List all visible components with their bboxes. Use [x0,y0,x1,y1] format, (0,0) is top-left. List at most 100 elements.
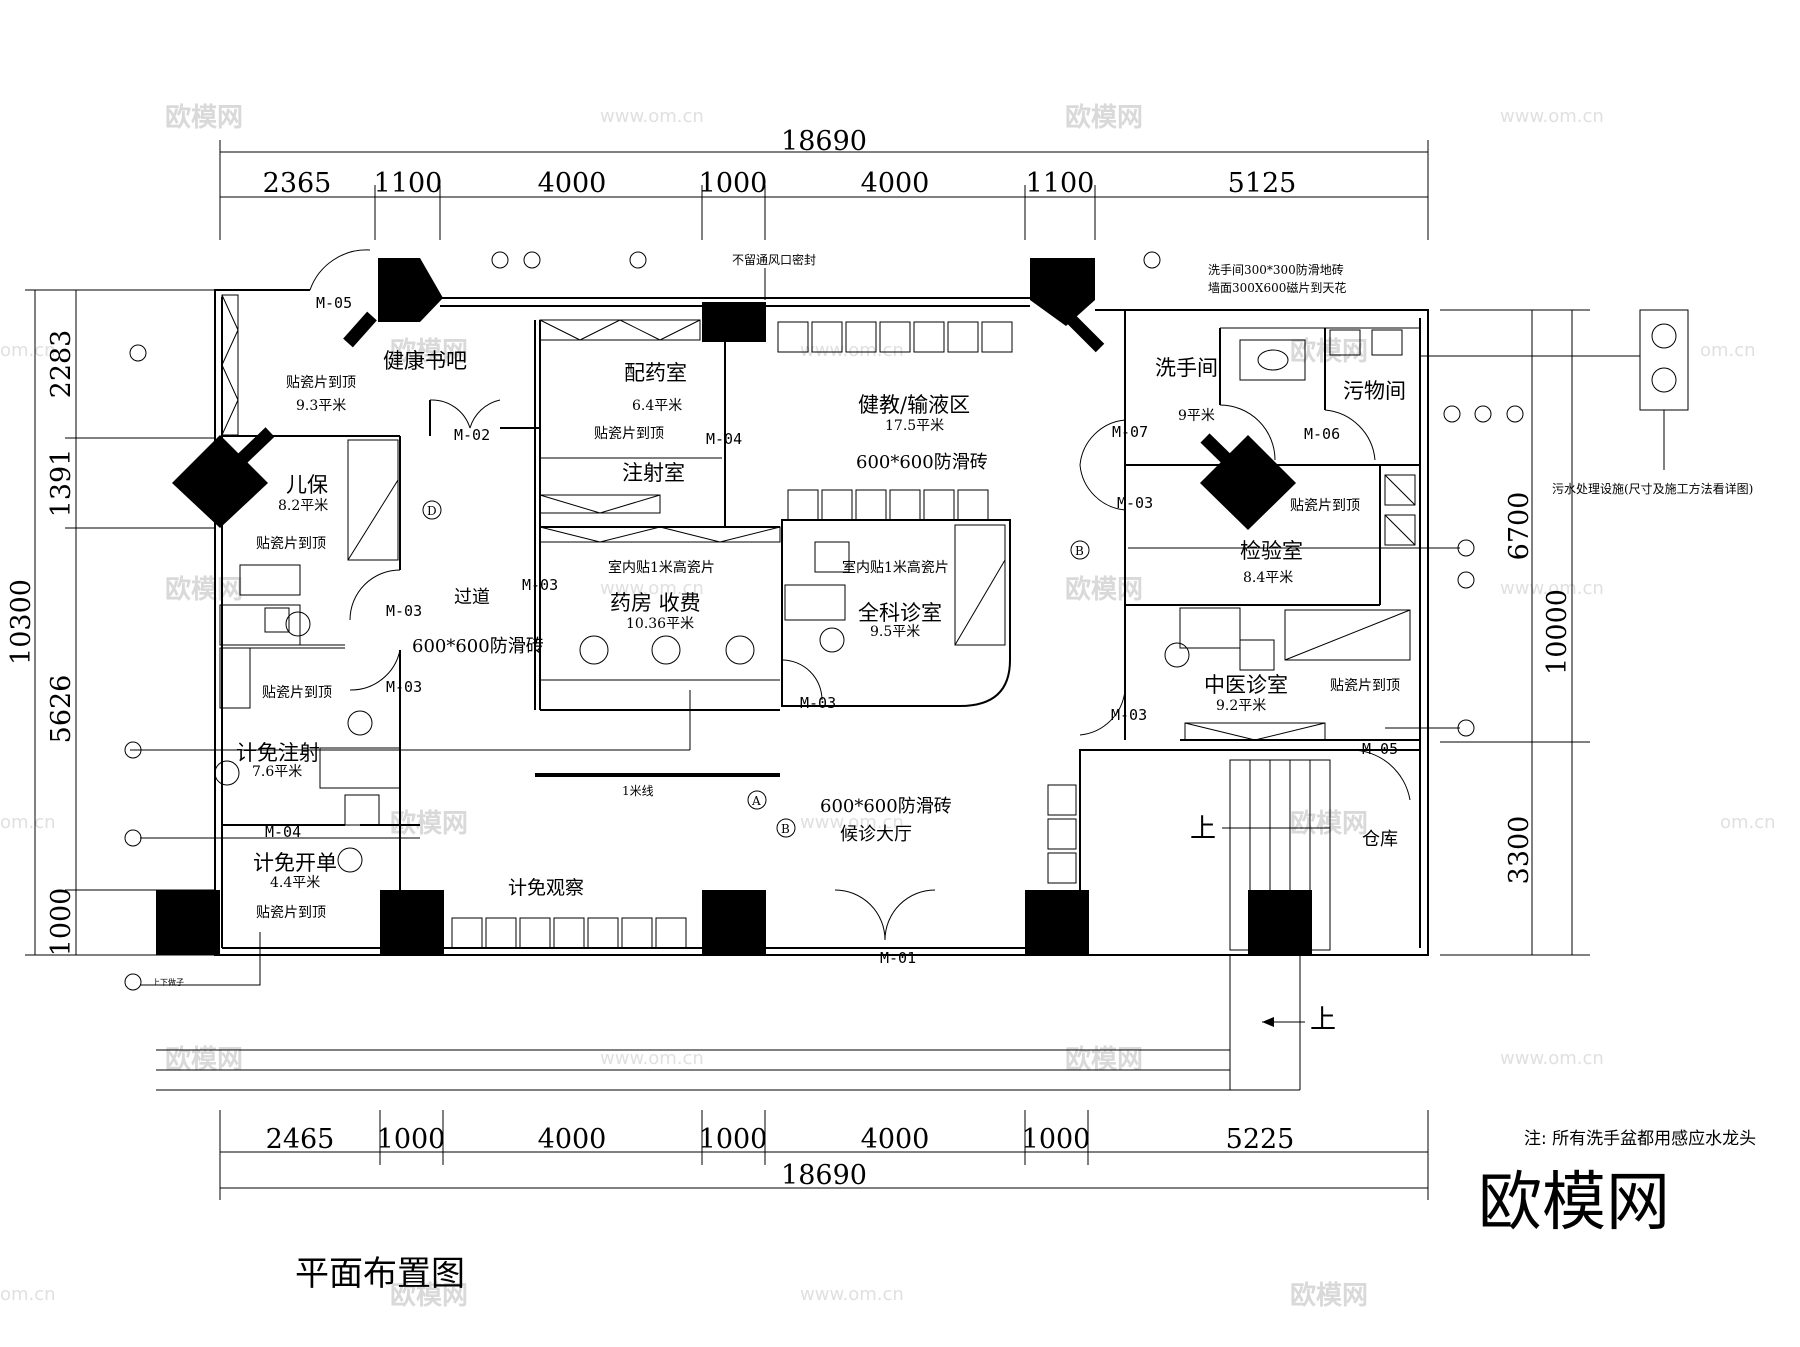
watermark: 欧模网 [1065,102,1143,133]
dim-bottom-seg: 1000 [699,1124,768,1155]
room-area: 9.2平米 [1216,698,1266,714]
left-dimension-chain: 10300 2283 1391 5626 1000 [6,289,215,957]
room-area: 9平米 [1178,408,1215,424]
room-finish: 贴瓷片到顶 [256,905,326,921]
room-floor: 600*600防滑砖 [856,452,988,473]
stair-up-label: 上 [1190,814,1216,844]
axis-marker-b: B [781,822,790,836]
watermark-url: www.om.cn [800,812,904,833]
interior-partitions [156,310,1420,1091]
stair-up-label: 上 [1310,1005,1336,1035]
watermark-url: om.cn [0,812,56,833]
watermark: 欧模网 [165,102,243,133]
structural-columns [156,258,1312,955]
door-tag: M-03 [386,602,422,620]
dim-top-seg: 4000 [861,168,930,199]
door-tag: M-07 [1112,423,1148,441]
dim-top-seg: 5125 [1228,168,1297,199]
watermark-url: om.cn [1700,340,1756,361]
room-name: 检验室 [1240,539,1303,563]
dim-left-total: 10300 [6,579,37,665]
washroom-note: 墙面300X600磁片到天花 [1208,280,1346,295]
watermark: 欧模网 [1290,336,1368,367]
dim-right-seg: 6700 [1504,492,1535,561]
watermark-url: www.om.cn [800,340,904,361]
watermark: 欧模网 [1290,808,1368,839]
dim-left-seg: 5626 [46,675,77,744]
room-area: 8.2平米 [278,498,328,514]
room-name: 洗手间 [1155,356,1218,380]
sewage-note: 污水处理设施(尺寸及施工方法看详图) [1552,481,1753,496]
watermark-url: www.om.cn [1500,106,1604,127]
door-tag: M-05 [316,294,352,312]
room-labels: 健康书吧 贴瓷片到顶 9.3平米 配药室 6.4平米 贴瓷片到顶 注射室 健教/… [236,349,1406,921]
bottom-dimension-chain: 2465 1000 4000 1000 4000 1000 5225 18690 [219,1110,1429,1200]
room-finish: 贴瓷片到顶 [262,685,332,701]
dim-bottom-total: 18690 [781,1160,867,1191]
room-finish: 贴瓷片到顶 [286,375,356,391]
room-area: 8.4平米 [1243,570,1293,586]
drawing-title: 平面布置图 [295,1254,465,1294]
watermark: 欧模网 [390,336,468,367]
dim-left-seg: 2283 [46,330,77,399]
room-finish: 贴瓷片到顶 [594,426,664,442]
dim-right-seg: 3300 [1504,816,1535,885]
general-note: 注: 所有洗手盆都用感应水龙头 [1524,1129,1756,1149]
dim-bottom-seg: 1000 [377,1124,446,1155]
room-finish: 贴瓷片到顶 [1330,678,1400,694]
room-area: 10.36平米 [626,616,694,632]
dim-left-seg: 1000 [46,888,77,957]
dim-bottom-seg: 4000 [538,1124,607,1155]
right-dimension-chain: 10000 6700 3300 [1440,309,1590,956]
watermark-url: www.om.cn [600,1048,704,1069]
room-finish: 贴瓷片到顶 [1290,498,1360,514]
updown-note: 上下做子 [152,977,184,987]
room-floor: 600*600防滑砖 [820,796,952,817]
room-name: 健教/输液区 [858,393,970,417]
washroom-note: 洗手间300*300防滑地砖 [1208,262,1344,277]
axis-marker-d: D [427,504,437,518]
dim-bottom-seg: 4000 [861,1124,930,1155]
door-tag: M-03 [800,694,836,712]
room-name: 污物间 [1343,379,1406,403]
room-name: 计免观察 [508,877,584,899]
room-finish: 室内贴1米高瓷片 [842,559,949,576]
annotations: 不留通风口密封 洗手间300*300防滑地砖 墙面300X600磁片到天花 污水… [124,251,1753,1035]
dim-top-seg: 1000 [699,168,768,199]
room-name: 候诊大厅 [840,824,912,845]
watermark-url: www.om.cn [600,578,704,599]
watermark-url: om.cn [0,1284,56,1305]
room-name: 儿保 [286,473,328,497]
top-dimension-chain: 18690 2365 1100 4000 1000 4000 1100 5125 [219,126,1429,240]
door-tag: M-03 [522,576,558,594]
watermark: 欧模网 [165,574,243,605]
vent-note: 不留通风口密封 [732,252,816,267]
dim-bottom-seg: 2465 [266,1124,335,1155]
axis-marker-b: B [1075,544,1084,558]
room-area: 4.4平米 [270,875,320,891]
dim-top-seg: 1100 [374,168,443,199]
door-tag: M-02 [454,426,490,444]
room-area: 6.4平米 [632,398,682,414]
watermark-url: om.cn [1720,812,1776,833]
room-name: 计免开单 [253,851,337,875]
dim-top-seg: 4000 [538,168,607,199]
door-tag: M-03 [1111,706,1147,724]
room-area: 17.5平米 [885,418,944,434]
watermark: 欧模网 [390,1280,468,1311]
room-name: 计免注射 [236,741,320,765]
room-area: 9.3平米 [296,398,346,414]
watermark-url: www.om.cn [1500,1048,1604,1069]
room-name: 注射室 [622,461,685,485]
door-tag: M-01 [880,949,916,967]
watermark-url: www.om.cn [800,1284,904,1305]
one-meter-line-label: 1米线 [622,784,654,798]
watermark: 欧模网 [390,808,468,839]
door-tag: M-03 [1117,494,1153,512]
room-name: 健康书吧 [383,349,467,373]
watermark-layer: 欧模网 www.om.cn 欧模网 www.om.cn om.cn 欧模网 ww… [0,102,1776,1311]
room-floor: 600*600防滑砖 [412,636,544,657]
exterior-walls [214,289,1429,956]
door-tag: M-06 [1304,425,1340,443]
